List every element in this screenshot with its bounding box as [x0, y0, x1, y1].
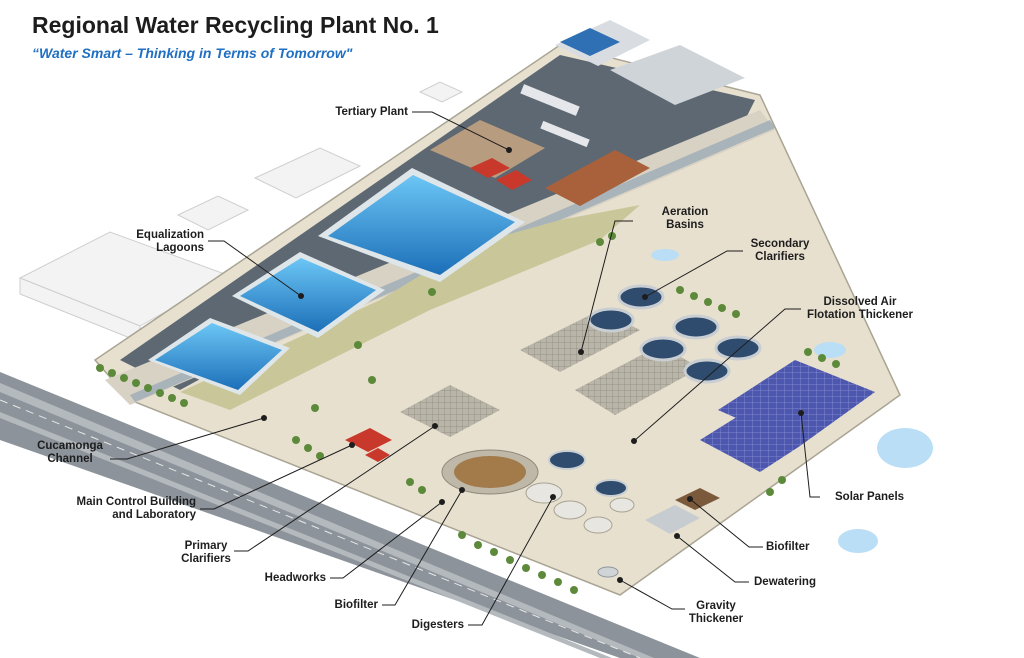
label-main-control-building: Main Control Building and Laboratory: [76, 496, 196, 521]
neighbor-buildings: [18, 81, 464, 343]
page-title: Regional Water Recycling Plant No. 1: [32, 12, 439, 38]
leader-lines: [110, 111, 820, 626]
water-patches: [651, 249, 933, 553]
label-aeration-basins: Aeration Basins: [661, 206, 709, 231]
main-control-building: [345, 428, 392, 462]
label-solar-panels: Solar Panels: [835, 491, 905, 503]
leader-dots: [261, 147, 804, 583]
label-primary-clarifiers: Primary Clarifiers: [181, 540, 231, 565]
tertiary-plant-structures: [430, 20, 745, 206]
trees: [96, 232, 840, 594]
label-cucamonga-channel: Cucamonga Channel: [37, 440, 103, 465]
secondary-clarifiers: [587, 284, 762, 384]
label-gravity-thickener: Gravity Thickener: [688, 600, 744, 625]
label-digesters: Digesters: [411, 619, 464, 631]
solar-panels: [700, 360, 875, 472]
label-equalization-lagoons: Equalization Lagoons: [136, 229, 204, 254]
label-secondary-clarifiers: Secondary Clarifiers: [750, 238, 810, 263]
page-subtitle: “Water Smart – Thinking in Terms of Tomo…: [32, 45, 353, 61]
process-structures: [400, 385, 720, 578]
label-tertiary-plant: Tertiary Plant: [335, 106, 408, 118]
label-headworks: Headworks: [264, 572, 326, 584]
label-dewatering: Dewatering: [754, 576, 816, 588]
label-biofilter-right: Biofilter: [766, 541, 810, 553]
grass-berm: [180, 205, 640, 410]
highway: [0, 372, 700, 658]
label-dissolved-air-flotation-thickener: Dissolved Air Flotation Thickener: [806, 296, 914, 321]
label-biofilter-left: Biofilter: [334, 599, 378, 611]
